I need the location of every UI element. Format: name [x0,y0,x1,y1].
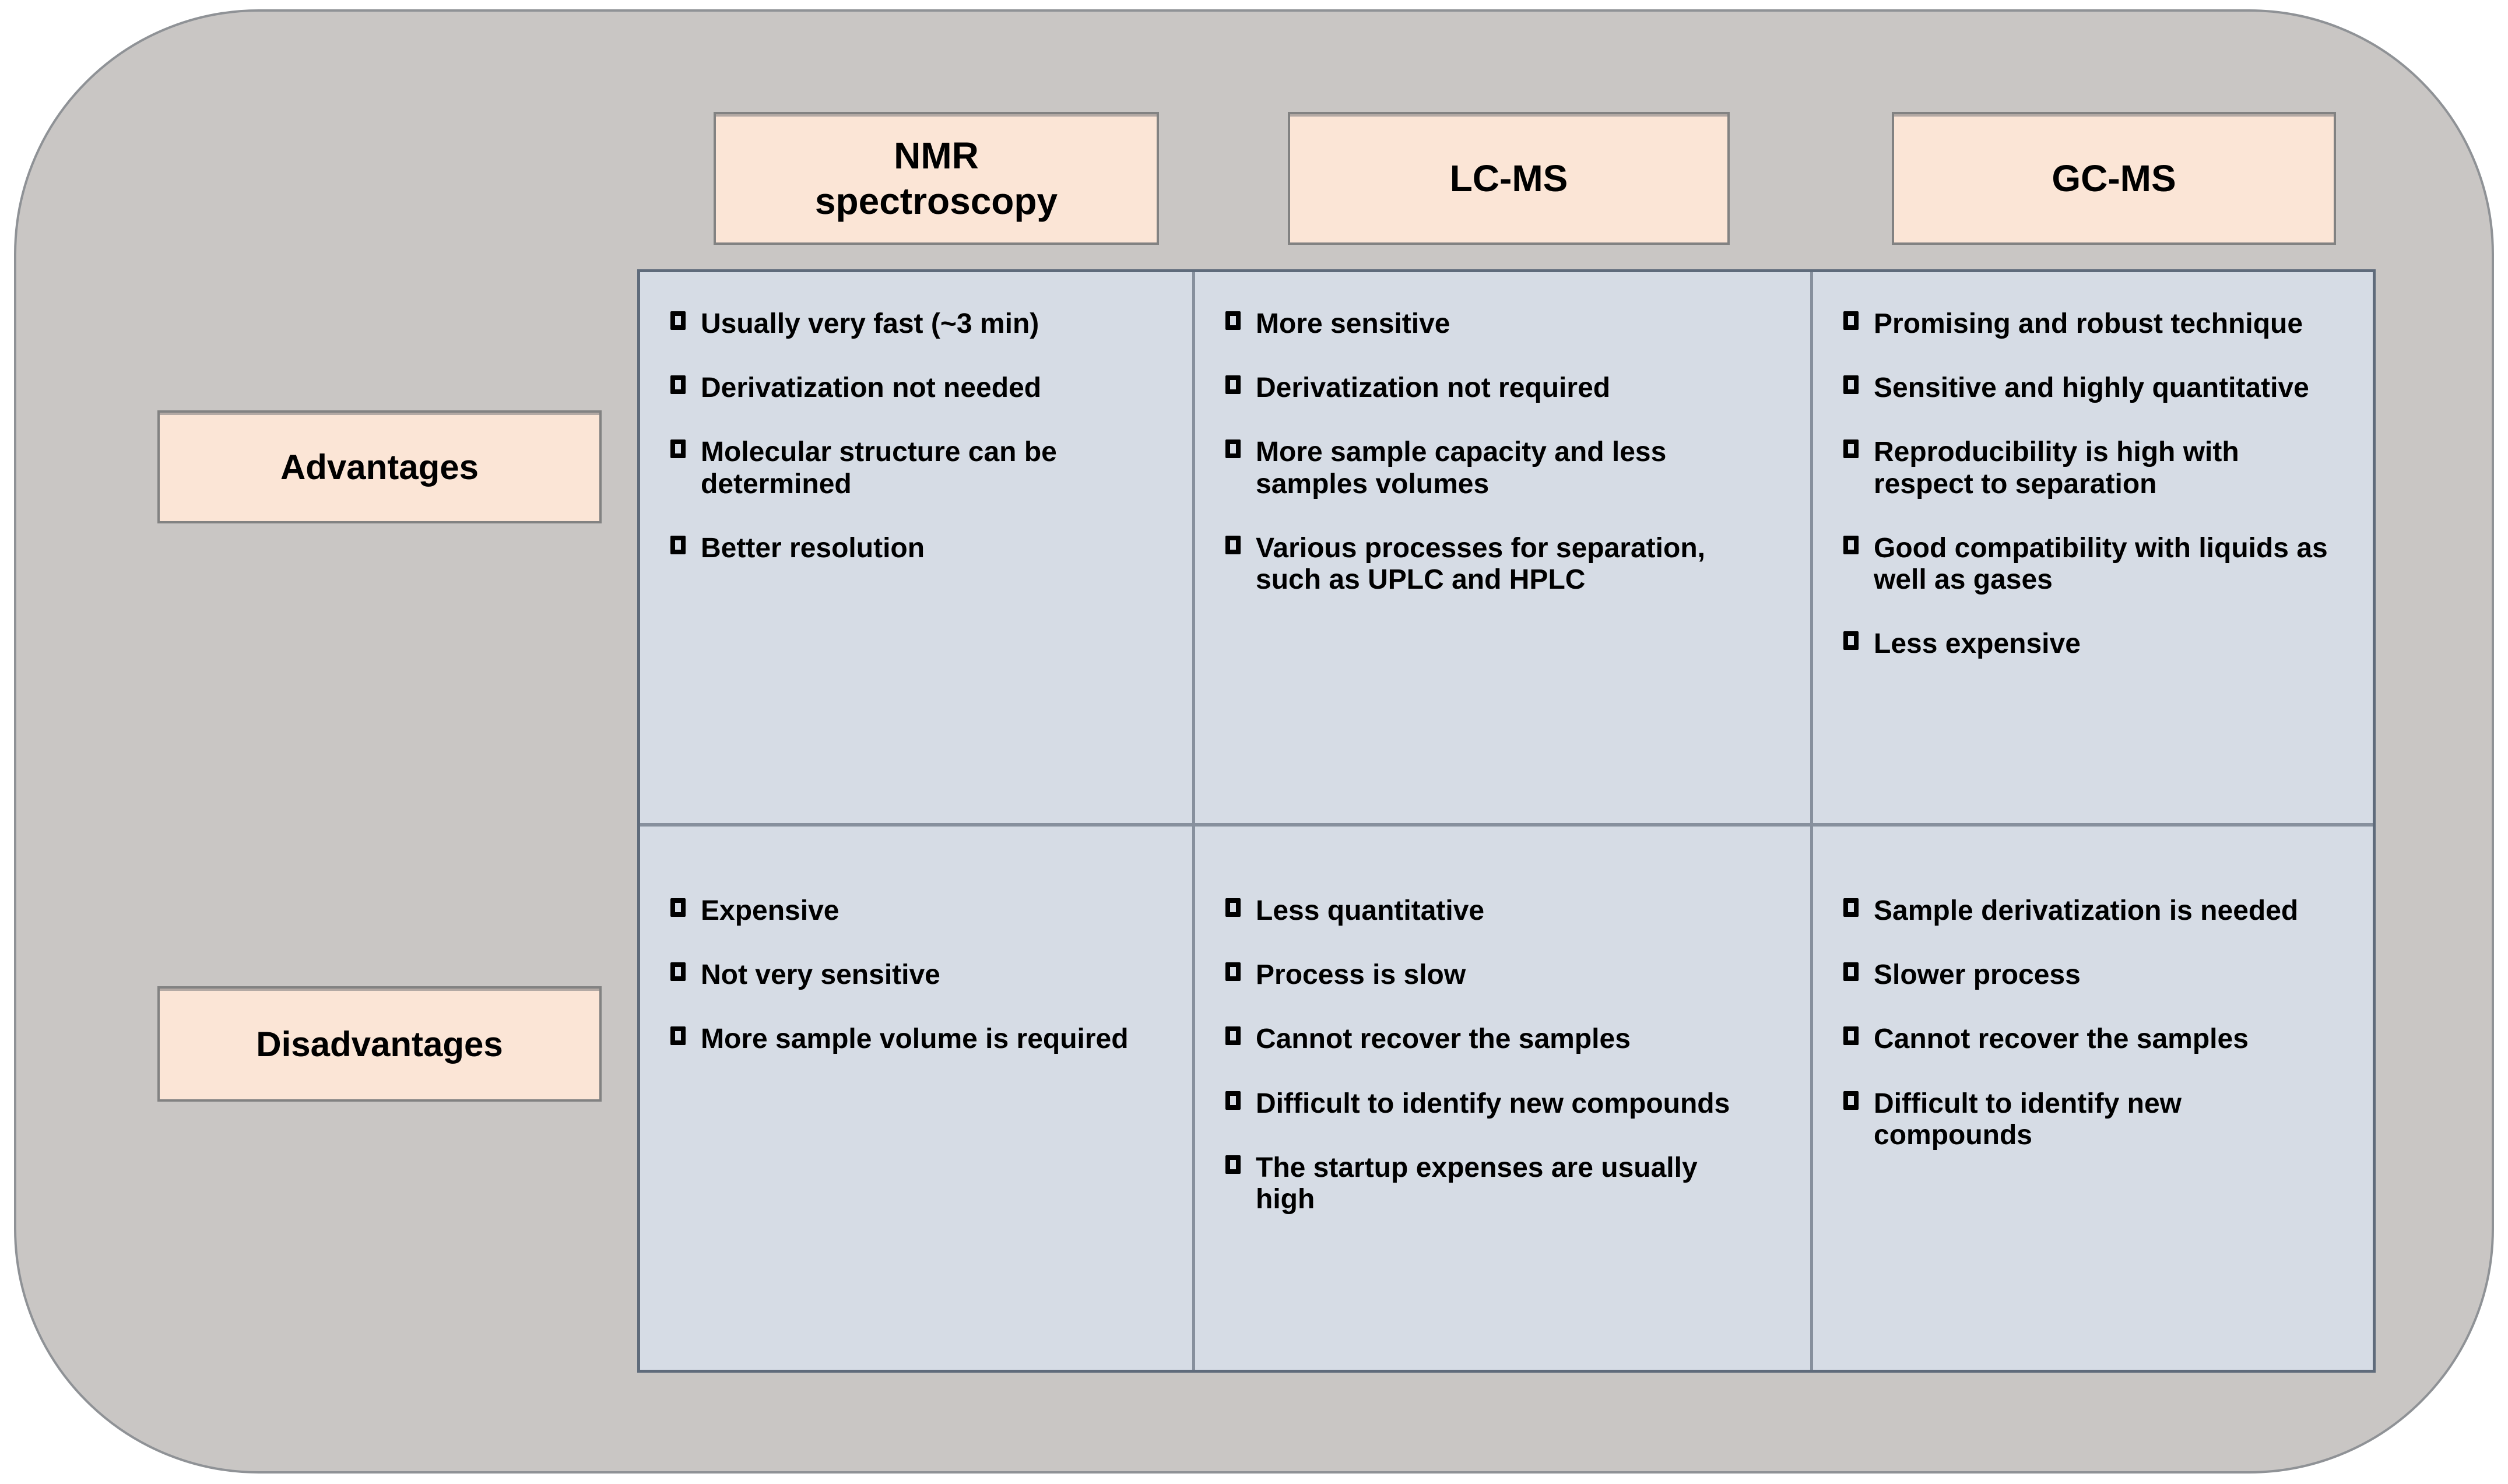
square-bullet-icon [670,962,686,982]
list-item: More sample capacity and less samples vo… [1225,437,1734,500]
lcms-disadvantages-cell: Less quantitative Process is slow Cannot… [1195,827,1813,1370]
square-bullet-icon [1225,311,1241,330]
nmr-advantages-cell: Usually very fast (~3 min) Derivatizatio… [640,272,1195,827]
list-item: More sensitive [1225,308,1734,340]
list-item-text: Less quantitative [1256,895,1485,926]
list-item: Not very sensitive [670,959,1157,991]
list-item-text: Expensive [701,895,839,926]
list-item: Sample derivatization is needed [1843,895,2332,927]
list-item: Promising and robust technique [1843,308,2332,340]
square-bullet-icon [1843,311,1859,330]
list-item: Cannot recover the samples [1843,1024,2332,1055]
row-header-disadvantages: Disadvantages [157,986,602,1102]
nmr-advantages-list: Usually very fast (~3 min) Derivatizatio… [640,272,1192,564]
list-item-text: Derivatization not required [1256,372,1611,404]
square-bullet-icon [1225,962,1241,982]
gcms-disadvantages-list: Sample derivatization is needed Slower p… [1813,827,2373,1151]
list-item-text: Slower process [1874,959,2081,991]
list-item-text: Usually very fast (~3 min) [701,308,1039,339]
square-bullet-icon [1225,898,1241,917]
square-bullet-icon [670,311,686,330]
column-header-lcms: LC-MS [1288,112,1730,245]
lcms-disadvantages-list: Less quantitative Process is slow Cannot… [1195,827,1810,1215]
list-item-text: Difficult to identify new compounds [1874,1088,2182,1151]
list-item: Derivatization not needed [670,372,1157,404]
list-item: Sensitive and highly quantitative [1843,372,2332,404]
list-item: Derivatization not required [1225,372,1734,404]
list-item-text: Better resolution [701,532,925,564]
list-item-text: Good compatibility with liquids as well … [1874,532,2328,596]
square-bullet-icon [1225,1091,1241,1110]
list-item-text: More sample volume is required [701,1024,1129,1055]
list-item-text: Various processes for separation, such a… [1256,532,1705,596]
lcms-advantages-list: More sensitive Derivatization not requir… [1195,272,1810,596]
square-bullet-icon [1843,962,1859,982]
list-item: Less quantitative [1225,895,1734,927]
list-item-text: More sample capacity and less samples vo… [1256,437,1667,500]
list-item-text: Difficult to identify new compounds [1256,1088,1730,1119]
row-header-advantages: Advantages [157,410,602,523]
square-bullet-icon [1843,631,1859,650]
list-item: Better resolution [670,533,1157,564]
list-item: Less expensive [1843,628,2332,660]
square-bullet-icon [1843,1091,1859,1110]
list-item-text: Less expensive [1874,628,2081,660]
square-bullet-icon [1225,1155,1241,1174]
square-bullet-icon [1225,1026,1241,1046]
square-bullet-icon [1843,1026,1859,1046]
nmr-disadvantages-list: Expensive Not very sensitive More sample… [640,827,1192,1056]
square-bullet-icon [670,439,686,459]
square-bullet-icon [1843,898,1859,917]
list-item-text: Cannot recover the samples [1256,1024,1631,1055]
gcms-advantages-list: Promising and robust technique Sensitive… [1813,272,2373,660]
list-item-text: More sensitive [1256,308,1450,339]
square-bullet-icon [670,375,686,395]
square-bullet-icon [670,1026,686,1046]
column-header-nmr: NMR spectroscopy [714,112,1159,245]
lcms-advantages-cell: More sensitive Derivatization not requir… [1195,272,1813,827]
list-item: Expensive [670,895,1157,927]
list-item: Difficult to identify new compounds [1225,1088,1734,1120]
list-item: Cannot recover the samples [1225,1024,1734,1055]
list-item: Slower process [1843,959,2332,991]
square-bullet-icon [670,535,686,554]
list-item: Difficult to identify new compounds [1843,1088,2332,1151]
list-item: More sample volume is required [670,1024,1157,1055]
square-bullet-icon [1843,535,1859,554]
list-item-text: Promising and robust technique [1874,308,2303,339]
list-item: Process is slow [1225,959,1734,991]
list-item: Good compatibility with liquids as well … [1843,533,2332,596]
list-item: Reproducibility is high with respect to … [1843,437,2332,500]
gcms-disadvantages-cell: Sample derivatization is needed Slower p… [1813,827,2373,1370]
comparison-table: Usually very fast (~3 min) Derivatizatio… [637,269,2376,1373]
list-item: The startup expenses are usually high [1225,1152,1734,1215]
list-item-text: Reproducibility is high with respect to … [1874,437,2239,500]
list-item-text: Derivatization not needed [701,372,1042,404]
list-item-text: Sample derivatization is needed [1874,895,2299,926]
gcms-advantages-cell: Promising and robust technique Sensitive… [1813,272,2373,827]
list-item-text: Not very sensitive [701,959,940,991]
square-bullet-icon [1225,375,1241,395]
list-item-text: Molecular structure can be determined [701,437,1057,500]
nmr-disadvantages-cell: Expensive Not very sensitive More sample… [640,827,1195,1370]
list-item: Various processes for separation, such a… [1225,533,1734,596]
column-header-gcms: GC-MS [1892,112,2336,245]
square-bullet-icon [1843,439,1859,459]
square-bullet-icon [1843,375,1859,395]
square-bullet-icon [1225,439,1241,459]
list-item: Usually very fast (~3 min) [670,308,1157,340]
list-item-text: Sensitive and highly quantitative [1874,372,2309,404]
list-item: Molecular structure can be determined [670,437,1157,500]
list-item-text: The startup expenses are usually high [1256,1152,1698,1215]
list-item-text: Process is slow [1256,959,1466,991]
square-bullet-icon [1225,535,1241,554]
list-item-text: Cannot recover the samples [1874,1024,2249,1055]
square-bullet-icon [670,898,686,917]
